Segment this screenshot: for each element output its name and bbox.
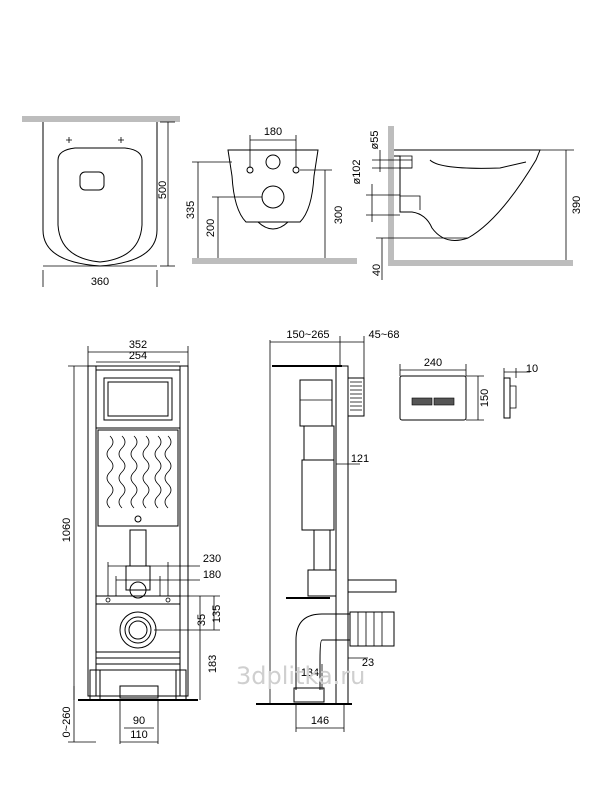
bowl-side-view: ø55 ø102 390 40 — [351, 126, 583, 280]
bowl-top-view: 360 500 — [22, 116, 180, 288]
dim-134-label: 134 — [301, 667, 319, 679]
plate-thickness-label: 10 — [526, 363, 538, 375]
watermark: 3dplitka.ru — [236, 662, 365, 690]
wave-pattern — [106, 435, 172, 509]
base-depth-label: 146 — [311, 715, 329, 727]
foot-inner-label: 90 — [133, 715, 145, 727]
depth-range-label: 150~265 — [286, 329, 329, 341]
dia-55-label: ø55 — [369, 131, 381, 150]
plate-height-label: 150 — [479, 389, 491, 407]
frame-height-label: 1060 — [61, 518, 73, 542]
bolt-spacing-230-label: 230 — [203, 553, 221, 565]
foot-outer-label: 110 — [130, 729, 148, 741]
bowl-front-view: 180 335 200 300 — [185, 126, 357, 264]
tank-offset-label: 121 — [351, 453, 369, 465]
flush-plate-side: 10 — [503, 363, 538, 419]
frame-inner-width-label: 254 — [129, 350, 147, 362]
flush-plate-front: 240 150 — [399, 357, 491, 421]
frame-outer-width-label: 352 — [129, 339, 147, 351]
bowl-width-label: 360 — [91, 276, 109, 288]
dim-35-label: 35 — [196, 614, 208, 626]
floor-gap-label: 40 — [371, 264, 383, 276]
bowl-depth-label: 500 — [157, 181, 169, 199]
dia-102-label: ø102 — [351, 159, 363, 184]
frame-front-view: 352 254 1060 230 180 135 35 183 0~260 90 — [61, 339, 223, 744]
bolt-spacing-180-label: 180 — [203, 569, 221, 581]
frame-side-view: 150~265 45~68 121 134 23 146 — [256, 329, 399, 732]
dim-135-label: 135 — [211, 605, 223, 623]
leg-adjust-label: 0~260 — [61, 707, 73, 738]
plate-width-label: 240 — [424, 357, 442, 369]
height-300-label: 300 — [333, 206, 345, 224]
dim-23-label: 23 — [362, 657, 374, 669]
dim-183-label: 183 — [207, 655, 219, 673]
height-335-label: 335 — [185, 201, 197, 219]
outlet-height-label: 200 — [205, 219, 217, 237]
holes-spacing-label: 180 — [264, 126, 282, 138]
flush-range-label: 45~68 — [369, 329, 400, 341]
total-height-label: 390 — [571, 196, 583, 214]
